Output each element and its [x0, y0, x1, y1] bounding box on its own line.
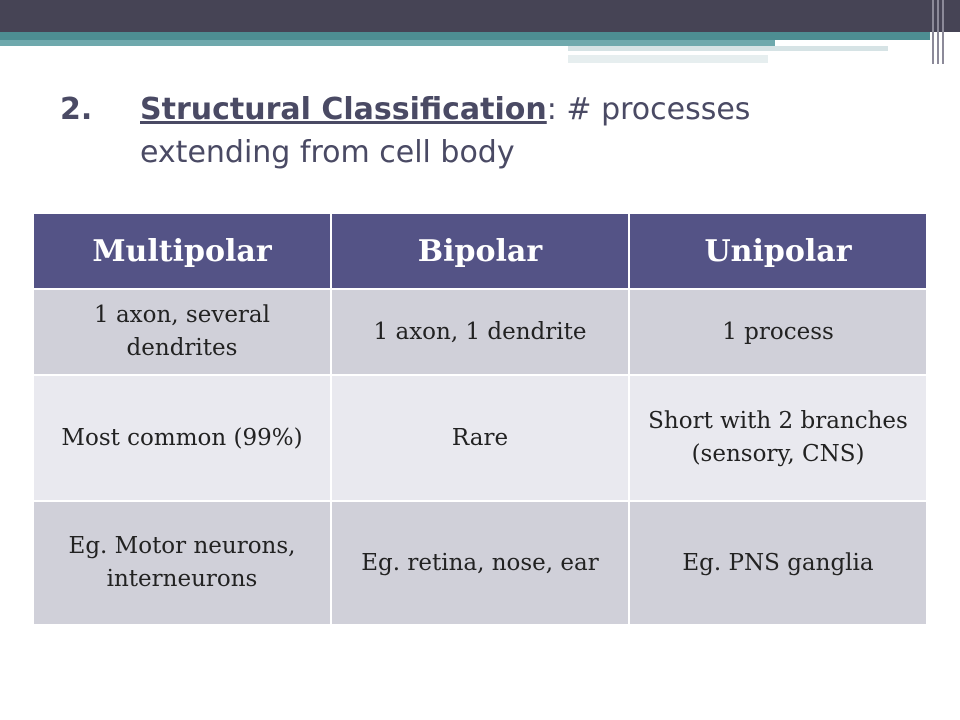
table-row: Most common (99%) Rare Short with 2 bran… [32, 374, 928, 502]
decorative-line [942, 0, 944, 64]
top-banner [0, 0, 960, 32]
decorative-vertical-lines [932, 0, 952, 64]
table-cell: Eg. Motor neurons, interneurons [32, 500, 332, 626]
table-cell: Short with 2 branches (sensory, CNS) [628, 374, 928, 502]
classification-table: Multipolar Bipolar Unipolar 1 axon, seve… [32, 212, 928, 626]
table-header-row: Multipolar Bipolar Unipolar [32, 212, 928, 290]
table-cell: Eg. retina, nose, ear [330, 500, 630, 626]
header-multipolar: Multipolar [32, 212, 332, 290]
header-unipolar: Unipolar [628, 212, 928, 290]
header-bipolar: Bipolar [330, 212, 630, 290]
table-cell: Eg. PNS ganglia [628, 500, 928, 626]
title-number: 2. [60, 92, 93, 127]
title-rest: : # processes extending from cell body [140, 92, 751, 170]
table-cell: Rare [330, 374, 630, 502]
table-cell: Most common (99%) [32, 374, 332, 502]
table-cell: 1 axon, 1 dendrite [330, 288, 630, 376]
accent-line-secondary [568, 55, 768, 63]
title-underlined: Structural Classification [140, 92, 547, 127]
accent-stripe [0, 32, 930, 40]
table-cell: 1 axon, several dendrites [32, 288, 332, 376]
decorative-line [932, 0, 934, 64]
title-text: Structural Classification: # processes e… [140, 88, 840, 174]
table-row: 1 axon, several dendrites 1 axon, 1 dend… [32, 288, 928, 376]
table-row: Eg. Motor neurons, interneurons Eg. reti… [32, 500, 928, 626]
accent-stripe-secondary [0, 40, 775, 46]
accent-line [568, 46, 888, 51]
table-cell: 1 process [628, 288, 928, 376]
decorative-line [937, 0, 939, 64]
